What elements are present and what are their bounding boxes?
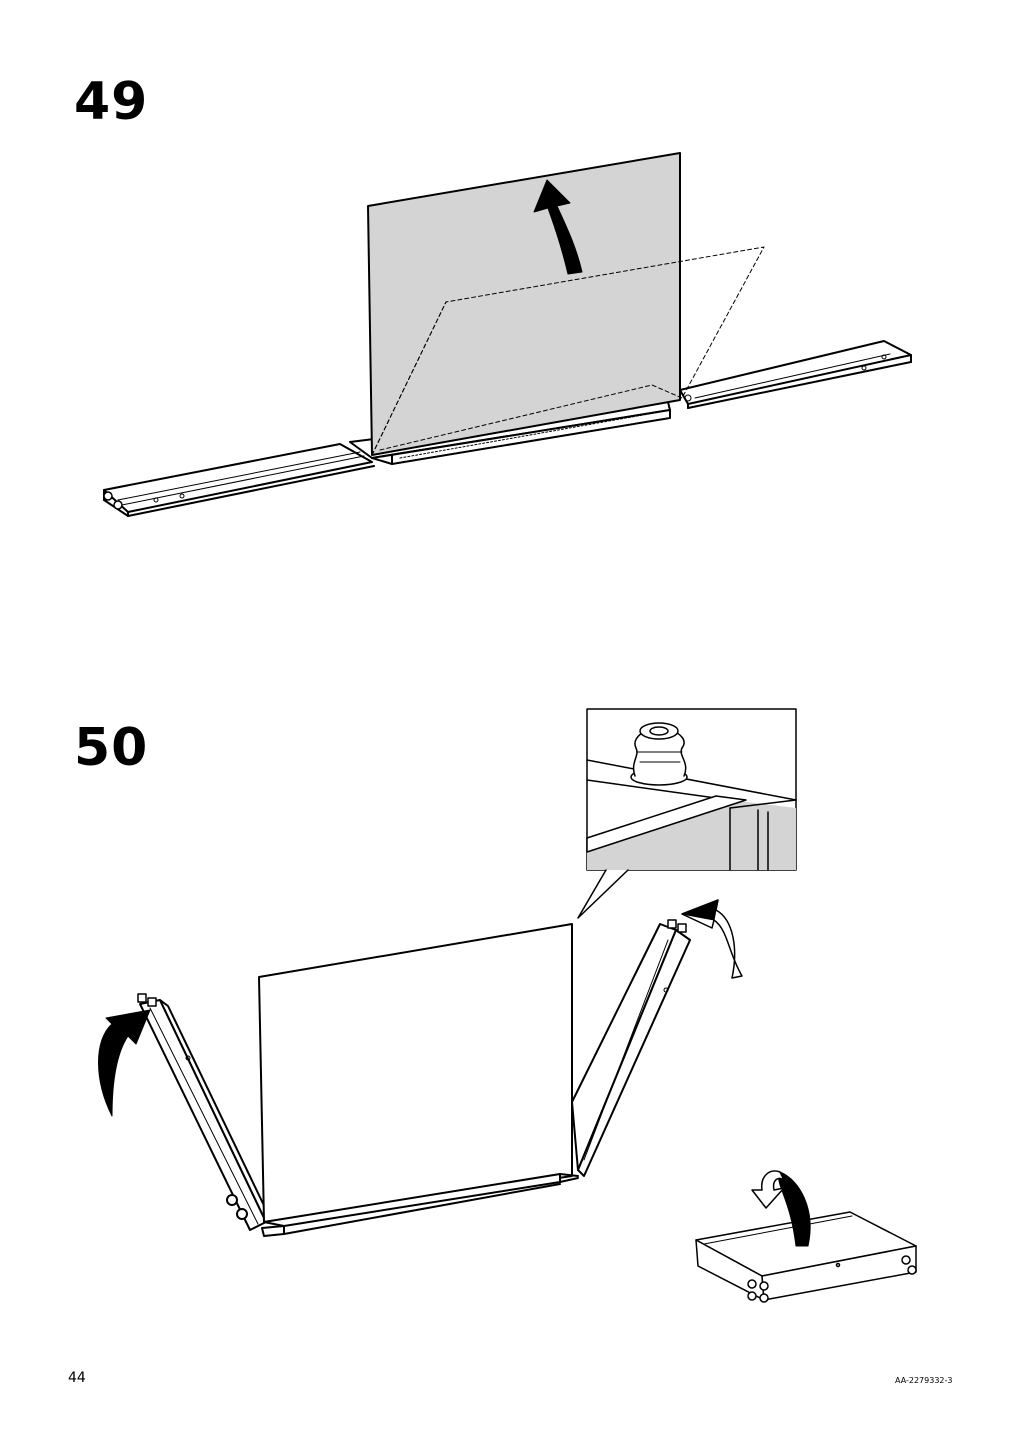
right-rail (679, 340, 912, 409)
center-base-strip (261, 1173, 579, 1237)
left-side-panel (137, 993, 271, 1231)
detail-callout (577, 708, 797, 919)
step-49-illustration (103, 152, 912, 517)
center-panel (258, 923, 573, 1223)
flip-arrow-outline-icon (751, 1170, 785, 1209)
left-rail (103, 443, 375, 517)
fold-in-arrow-right-icon (681, 899, 743, 979)
right-side-panel (571, 919, 691, 1177)
fold-up-arrow-left-icon (98, 1009, 151, 1117)
panel-previous-position-dashed (371, 246, 765, 456)
step-number-49: 49 (74, 72, 149, 132)
step-number-50: 50 (74, 718, 149, 778)
raised-panel (367, 152, 681, 456)
page-number: 44 (68, 1370, 86, 1386)
step-50-illustration (98, 708, 917, 1303)
document-code: AA-2279332-3 (895, 1376, 953, 1385)
lift-arrow-icon (533, 179, 583, 275)
